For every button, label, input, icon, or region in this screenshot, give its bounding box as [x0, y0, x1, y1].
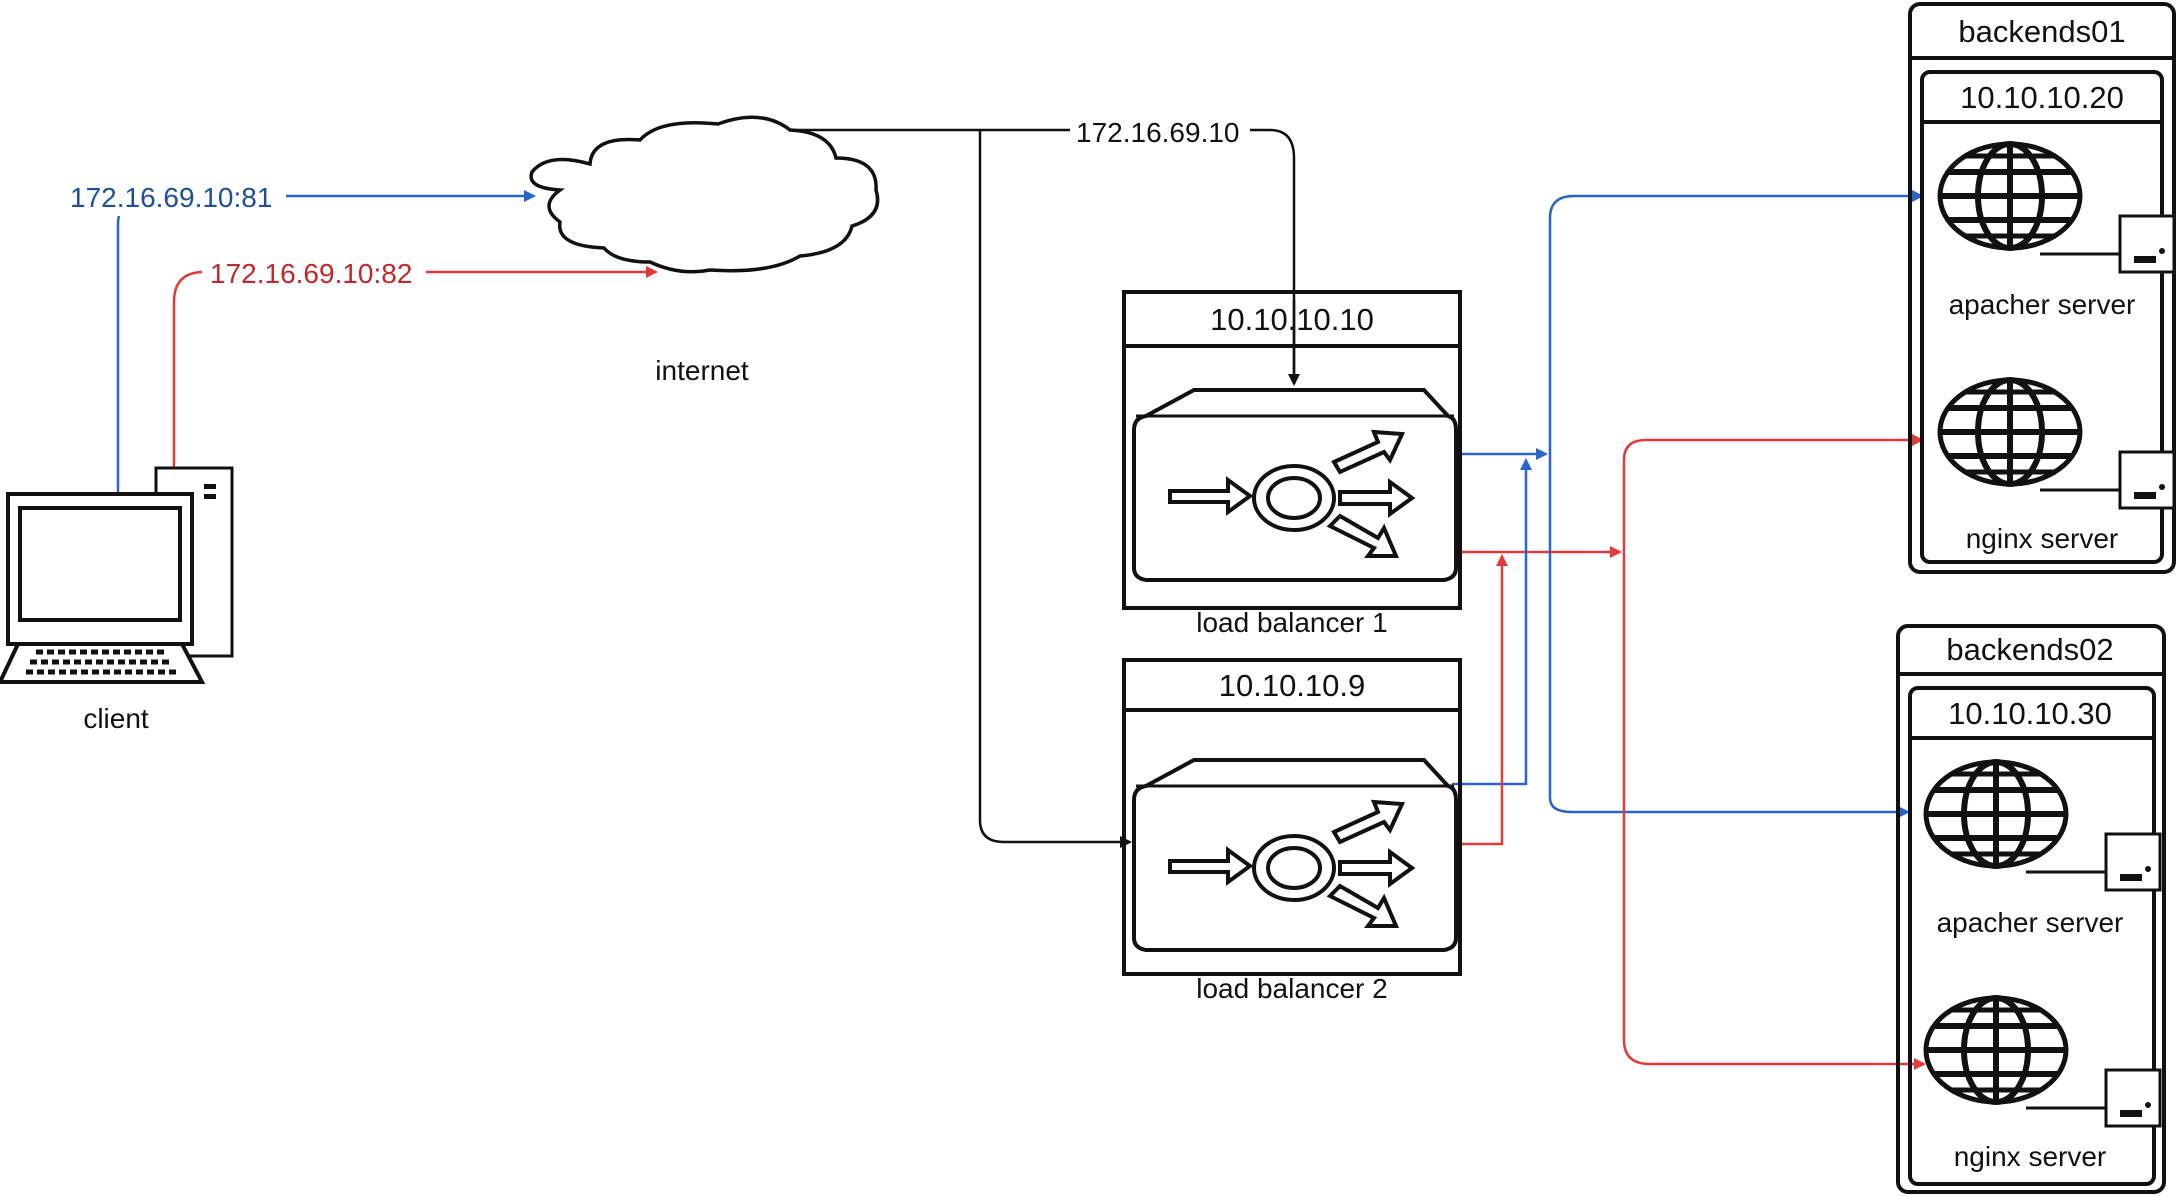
client-computer-icon: [0, 466, 234, 684]
backends01-nginx-globe-icon: [1940, 380, 2174, 508]
backends01-ip: 10.10.10.20: [1960, 80, 2124, 115]
red-trunk-line: [1622, 434, 1924, 552]
backends02-nginx-globe-icon: [1926, 998, 2160, 1126]
backends02-title: backends02: [1946, 632, 2113, 667]
lb2-ip: 10.10.10.9: [1219, 668, 1366, 703]
internet-to-lb2-line: [978, 130, 1132, 848]
blue-trunk-down-line: [1548, 454, 1910, 818]
backends01-box: [1908, 2, 2174, 574]
public-ip-label: 172.16.69.10: [1076, 117, 1240, 148]
backends02-ip: 10.10.10.30: [1948, 696, 2112, 731]
internet-to-lb1-line: [790, 128, 1300, 386]
client-label: client: [83, 703, 149, 734]
backends01-apache-label: apacher server: [1949, 289, 2136, 320]
backends02-box: [1896, 624, 2166, 1194]
backends02-nginx-label: nginx server: [1954, 1141, 2107, 1172]
internet-cloud-icon: [529, 115, 880, 274]
client-route-81-line: [116, 190, 536, 492]
red-trunk-down-line: [1622, 552, 1926, 1070]
backends01-apache-globe-icon: [1940, 144, 2174, 272]
client-route-82-line: [172, 266, 658, 470]
blue-trunk-line: [1548, 190, 1924, 454]
backends01-nginx-label: nginx server: [1966, 523, 2119, 554]
load-balancer-1: [1122, 290, 1462, 610]
internet-label: internet: [655, 355, 749, 386]
lb1-ip: 10.10.10.10: [1210, 302, 1374, 337]
lb2-blue-out-line: [1452, 458, 1532, 786]
backends02-apache-globe-icon: [1926, 762, 2160, 890]
backends01-title: backends01: [1958, 14, 2125, 49]
load-balancer-2: [1122, 658, 1462, 976]
route-81-label: 172.16.69.10:81: [70, 182, 272, 213]
backends02-apache-label: apacher server: [1937, 907, 2124, 938]
lb2-red-out-line: [1452, 554, 1508, 846]
lb1-label: load balancer 1: [1196, 607, 1387, 638]
route-82-label: 172.16.69.10:82: [210, 258, 412, 289]
lb2-label: load balancer 2: [1196, 973, 1387, 1004]
